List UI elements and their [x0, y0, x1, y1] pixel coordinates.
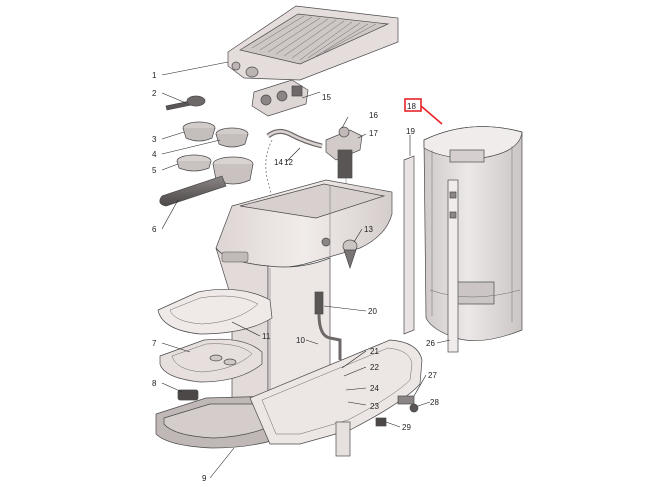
callout-12: 12: [284, 158, 293, 167]
part-level-tube: [447, 179, 459, 353]
callout-14: 14: [274, 158, 283, 167]
callout-17: 17: [369, 129, 378, 138]
callout-19: 19: [406, 127, 415, 136]
part-filter-1cup: [182, 121, 216, 142]
part-base-plate: [249, 339, 423, 457]
callout-26: 26: [426, 339, 435, 348]
part-cup-grid-frame: [157, 288, 273, 335]
highlight-callout-18: [404, 98, 443, 125]
part-tank-strip: [403, 155, 415, 335]
callout-2: 2: [152, 89, 157, 98]
callout-28: 28: [430, 398, 439, 407]
part-measuring-spoon: [165, 95, 206, 111]
part-filter-pod: [176, 154, 212, 172]
callout-13: 13: [364, 225, 373, 234]
part-water-tank: [423, 126, 523, 342]
callout-11: 11: [262, 332, 271, 341]
callout-24: 24: [370, 384, 379, 393]
part-drip-grid: [159, 338, 263, 383]
callout-labels: 1 2 3 4 5 6 7 8 9 10 11 12 13 14 15 16 1…: [152, 71, 439, 483]
callout-1: 1: [152, 71, 157, 80]
part-steam-valve: [325, 126, 363, 200]
callout-5: 5: [152, 166, 157, 175]
part-small-fittings: [375, 395, 419, 427]
callout-18: 18: [407, 102, 416, 111]
part-shower-holder: [251, 79, 309, 117]
callout-6: 6: [152, 225, 157, 234]
callout-10: 10: [296, 336, 305, 345]
callout-15: 15: [322, 93, 331, 102]
leader-lines: [161, 61, 451, 479]
callout-8: 8: [152, 379, 157, 388]
callout-22: 22: [370, 363, 379, 372]
callout-7: 7: [152, 339, 157, 348]
callout-4: 4: [152, 150, 157, 159]
callout-3: 3: [152, 135, 157, 144]
callout-20: 20: [368, 307, 377, 316]
part-steam-knob: [342, 239, 358, 270]
callout-29: 29: [402, 423, 411, 432]
callout-9: 9: [202, 474, 207, 483]
callout-27: 27: [428, 371, 437, 380]
part-filter-2cup: [215, 127, 249, 148]
callout-16: 16: [369, 111, 378, 120]
part-filter-holder: [159, 156, 254, 207]
callout-21: 21: [370, 347, 379, 356]
callout-23: 23: [370, 402, 379, 411]
part-top-cover: [227, 5, 399, 81]
part-float: [177, 389, 199, 401]
